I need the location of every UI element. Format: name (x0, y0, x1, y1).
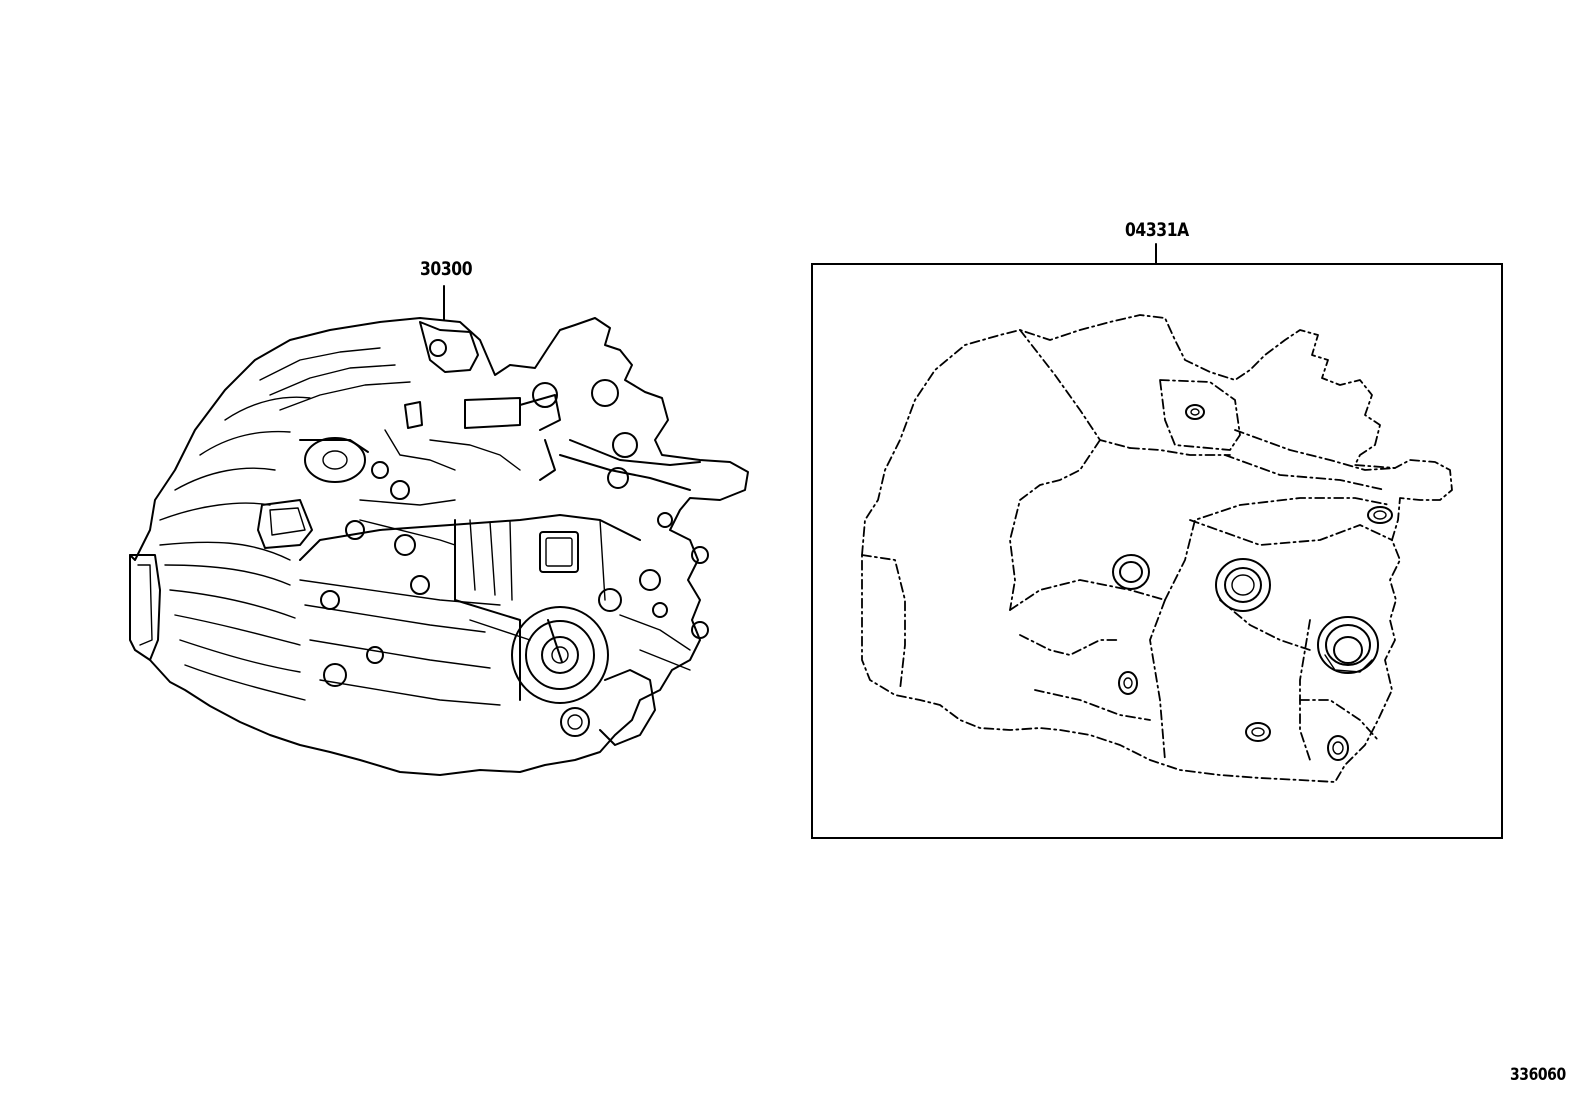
o-ring-1 (1185, 404, 1205, 420)
o-ring-4 (1245, 722, 1271, 742)
o-ring-3 (1118, 671, 1138, 695)
part-number-30300[interactable]: 30300 (420, 258, 473, 280)
o-ring-5 (1327, 735, 1349, 761)
diagram-id: 336060 (1510, 1065, 1566, 1085)
kit-frame (811, 263, 1503, 839)
overhaul-kit-drawing (861, 314, 1453, 783)
transmission-assembly-drawing (129, 317, 749, 776)
seal-2 (1215, 558, 1271, 612)
seal-1 (1112, 554, 1150, 590)
o-ring-2 (1367, 506, 1393, 524)
seal-3 (1317, 616, 1379, 674)
part-number-04331a[interactable]: 04331A (1125, 219, 1189, 241)
